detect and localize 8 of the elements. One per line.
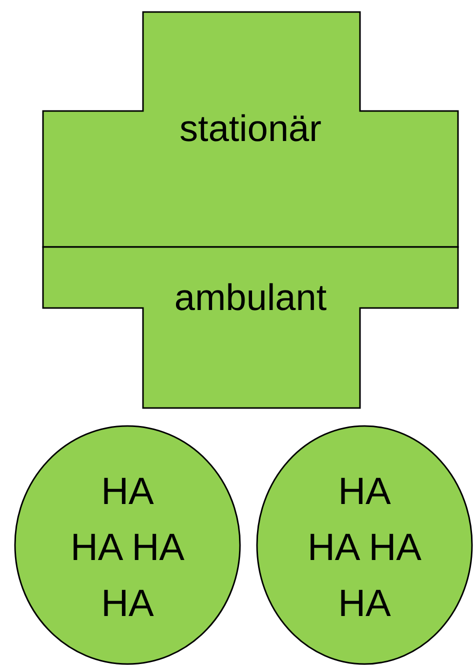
shape-label: HA	[338, 470, 391, 515]
shape-label: HA HA	[70, 526, 185, 571]
shape-label: HA	[338, 582, 391, 627]
shape-label: HA	[101, 582, 154, 627]
shape-label: HA HA	[307, 526, 422, 571]
shape-label: ambulant	[174, 278, 327, 318]
shape-label: HA	[101, 470, 154, 515]
shape-label: stationär	[180, 109, 322, 149]
